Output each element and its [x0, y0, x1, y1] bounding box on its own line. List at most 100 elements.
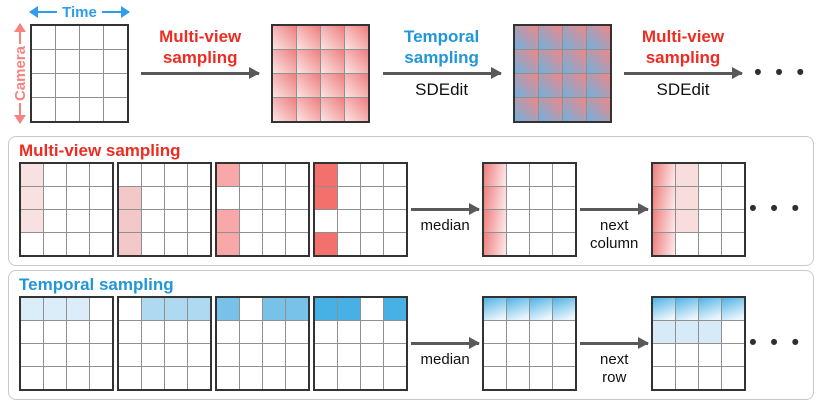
grid-cell [722, 232, 745, 255]
grid-cell [553, 366, 576, 389]
grid-cell [553, 209, 576, 232]
grid-cell [345, 26, 369, 49]
time-axis-label: Time [62, 3, 97, 21]
time-axis: Time [28, 3, 131, 21]
grid-cell [21, 320, 43, 343]
grid-cell [44, 297, 66, 320]
grid-cell [315, 343, 338, 366]
transition-label-line: sampling [404, 48, 479, 68]
mv-step-grid-1 [19, 161, 114, 257]
grid-cell [699, 186, 722, 209]
grid-cell [321, 26, 345, 49]
arrow-label-line: row [602, 368, 627, 386]
grid-cell [553, 163, 576, 186]
arrow-label-line: next [600, 217, 629, 235]
arrow-label: median [421, 351, 470, 368]
camera-up-arrow-icon [14, 23, 25, 44]
grid-cell [119, 186, 142, 209]
grid-cell [361, 232, 384, 255]
grid-cell [80, 50, 103, 73]
right-arrow-icon [141, 67, 261, 79]
grid-cell [104, 50, 127, 73]
grid-cell [538, 98, 562, 121]
grid-cell [67, 186, 89, 209]
transition-label-line: Multi-view [159, 27, 242, 46]
grid-cell [217, 297, 240, 320]
grid-cell [44, 320, 66, 343]
grid-cell [384, 297, 407, 320]
grid-cell [321, 50, 345, 73]
grid-cell [90, 163, 112, 186]
grid-cell [361, 186, 384, 209]
grid-cell [56, 26, 79, 49]
grid-cell [530, 232, 553, 255]
grid-cell [165, 186, 188, 209]
grid-cell [507, 209, 530, 232]
grid-cell [514, 26, 538, 49]
grid-cell [119, 343, 142, 366]
grid-cell [553, 343, 576, 366]
mv-next-column-grid [651, 161, 747, 257]
grid-cell [32, 74, 55, 97]
grid-cell [188, 232, 211, 255]
grid-cell [240, 186, 263, 209]
grid-cell [484, 232, 507, 255]
grid-cell [263, 186, 286, 209]
transition-temporal: Temporal sampling SDEdit [382, 24, 502, 123]
grid-cell [315, 209, 338, 232]
grid-cell [142, 163, 165, 186]
grid-cell [530, 366, 553, 389]
grid-cell [119, 209, 142, 232]
grid-cell [514, 98, 538, 121]
grid-cell [315, 297, 338, 320]
grid-cell [217, 320, 240, 343]
grid-cell [722, 297, 745, 320]
grid-cell [44, 232, 66, 255]
grid-cell [722, 320, 745, 343]
next-row-arrow-block: next row [580, 296, 650, 391]
grid-cell [361, 366, 384, 389]
grid-cell [338, 186, 361, 209]
grid-cell [188, 343, 211, 366]
grid-cell [240, 297, 263, 320]
grid-cell [586, 98, 610, 121]
grid-cell [338, 209, 361, 232]
grid-cell [338, 343, 361, 366]
grid-cell [67, 232, 89, 255]
grid-cell [188, 163, 211, 186]
grid-cell [286, 320, 309, 343]
transition-label-line: sampling [162, 48, 238, 68]
temporal-panel: Temporal sampling median next row [8, 269, 814, 400]
grid-cell [653, 209, 676, 232]
arrow-label-line: median [420, 351, 470, 369]
grid-cell [699, 209, 722, 232]
grid-cell [699, 320, 722, 343]
grid-cell [530, 186, 553, 209]
transition-multiview-1: Multi-view sampling [141, 24, 261, 123]
grid-cell [56, 98, 79, 121]
time-right-arrow-icon [101, 6, 131, 17]
grid-cell [165, 163, 188, 186]
grid-cell [273, 26, 297, 49]
mv-step-grid-4 [313, 161, 409, 257]
grid-temporal-sampled [512, 24, 612, 123]
grid-cell [338, 232, 361, 255]
grid-cell [240, 366, 263, 389]
grid-cell [21, 163, 43, 186]
grid-cell [142, 209, 165, 232]
grid-cell [263, 366, 286, 389]
mv-median-grid [482, 161, 578, 257]
grid-cell [286, 366, 309, 389]
grid-cell [653, 320, 676, 343]
grid-cell [562, 50, 586, 73]
grid-cell [553, 297, 576, 320]
ts-median-grid [482, 295, 578, 391]
grid-cell [142, 366, 165, 389]
grid-cell [361, 320, 384, 343]
grid-cell [361, 163, 384, 186]
right-arrow-icon [411, 336, 481, 349]
multiview-panel-title: Multi-view sampling [19, 140, 181, 160]
grid-cell [653, 366, 676, 389]
grid-cell [507, 343, 530, 366]
pipeline-row: Time Camera Multi-view sampling [8, 2, 814, 132]
